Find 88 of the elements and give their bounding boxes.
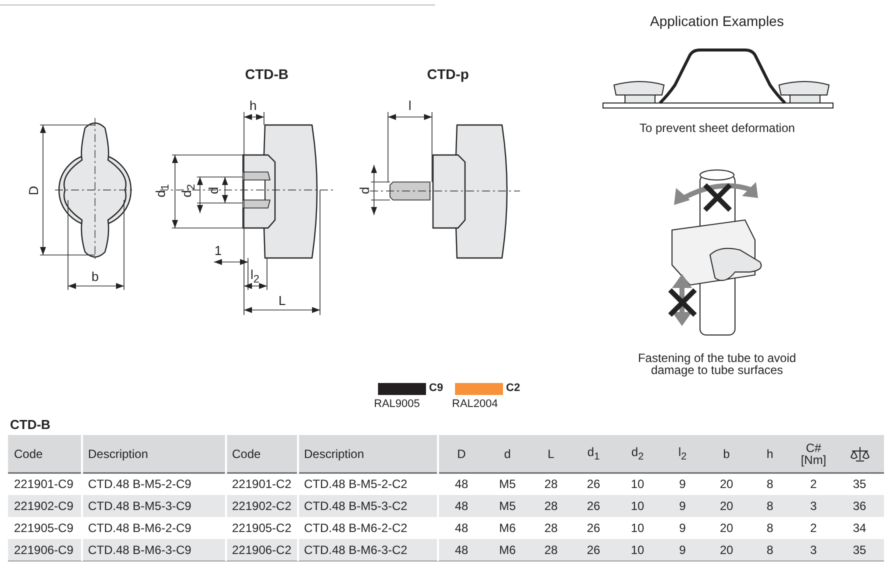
table-cell-text: 26 — [586, 500, 602, 512]
legend-label: C9 — [429, 383, 444, 394]
column-header: b — [722, 448, 731, 460]
table-cell-text: 48 — [454, 500, 470, 512]
table-cell-text: 20 — [718, 522, 734, 534]
table-cell-text: 8 — [766, 500, 774, 512]
color-code: RAL9005 — [374, 398, 420, 410]
column-header: Description — [304, 448, 364, 460]
table-cell-text: 28 — [543, 478, 559, 490]
table-cell-text: 9 — [678, 522, 687, 534]
table-cell-text: 10 — [630, 544, 646, 556]
caption: Fastening of the tube to avoid damage to tube surfaces — [636, 352, 798, 376]
table-cell: CTD.48 B-M6-2-C9 — [88, 522, 192, 534]
dimension-label: d — [206, 186, 220, 194]
table-cell-text: 26 — [586, 544, 602, 556]
table-cell-text: 9 — [678, 500, 687, 512]
column-header: d$_{1}$ — [586, 446, 601, 462]
table-cell-text: 9 — [678, 544, 687, 556]
table-cell-text: 3 — [809, 544, 818, 556]
table-cell-text: 10 — [630, 478, 646, 490]
table-cell-text: M6 — [498, 522, 517, 534]
table-cell-text: 10 — [630, 522, 646, 534]
column-header: l$_{2}$ — [677, 446, 688, 462]
dimension-label: l$_{2}$ — [250, 268, 260, 285]
column-header: Code — [14, 448, 43, 460]
column-header: L — [546, 448, 556, 460]
dimension-label: d — [358, 186, 371, 194]
table-cell: 221901-C2 — [232, 478, 292, 490]
table-cell-text: 10 — [630, 500, 646, 512]
table-cell-text: 48 — [454, 478, 470, 490]
view-title: CTD-p — [427, 67, 469, 81]
table-cell-text: 3 — [809, 500, 818, 512]
view-title: CTD-B — [245, 67, 289, 81]
table-cell-text: 8 — [766, 478, 774, 490]
table-cell: CTD.48 B-M5-2-C9 — [88, 478, 192, 490]
table-cell: CTD.48 B-M6-3-C9 — [88, 544, 192, 556]
column-header: Code — [232, 448, 261, 460]
column-header: C# [Nm] — [800, 442, 828, 466]
column-header: Description — [88, 448, 148, 460]
table-cell-text: 9 — [678, 478, 687, 490]
table-cell: 221906-C2 — [232, 544, 292, 556]
table-cell: 221902-C9 — [14, 500, 74, 512]
table-cell: CTD.48 B-M5-3-C9 — [88, 500, 192, 512]
table-cell-text: 26 — [586, 478, 602, 490]
column-header: d$_{2}$ — [630, 446, 645, 462]
dimension-label: 1 — [214, 244, 222, 256]
table-cell-text: 2 — [809, 522, 818, 534]
column-header: d — [503, 448, 512, 460]
table-cell-text: 48 — [454, 544, 470, 556]
column-header: D — [456, 448, 467, 460]
table-cell-text: 28 — [543, 522, 559, 534]
table-cell: CTD.48 B-M6-2-C2 — [304, 522, 408, 534]
table-cell-text: 34 — [852, 522, 868, 534]
table-cell-text: 36 — [852, 500, 868, 512]
table-cell-text: 26 — [586, 522, 602, 534]
table-cell: 221901-C9 — [14, 478, 74, 490]
table-cell: 221905-C9 — [14, 522, 74, 534]
dimension-label: b — [92, 270, 99, 282]
table-cell-text: 20 — [718, 500, 734, 512]
table-title: CTD-B — [10, 418, 50, 431]
dimension-label: D — [26, 185, 40, 195]
table-cell: CTD.48 B-M5-3-C2 — [304, 500, 408, 512]
table-cell-text: M5 — [498, 500, 517, 512]
table-cell-text: M5 — [498, 478, 517, 490]
table-cell-text: 2 — [809, 478, 818, 490]
table-cell: CTD.48 B-M6-3-C2 — [304, 544, 408, 556]
dimension-label: L — [278, 294, 286, 306]
table-cell-text: 20 — [718, 544, 734, 556]
table-cell-text: 8 — [766, 544, 774, 556]
color-code: RAL2004 — [452, 398, 498, 410]
table-cell-text: 48 — [454, 522, 470, 534]
table-cell-text: M6 — [498, 544, 517, 556]
legend-label: C2 — [506, 383, 520, 394]
table-cell-text: 20 — [718, 478, 734, 490]
table-cell-text: 28 — [543, 544, 559, 556]
dimension-label: h — [250, 98, 257, 112]
table-cell: 221906-C9 — [14, 544, 74, 556]
caption: To prevent sheet deformation — [640, 122, 795, 134]
table-cell-text: 8 — [766, 522, 774, 534]
table-cell: 221905-C2 — [232, 522, 292, 534]
section-heading: Application Examples — [650, 14, 784, 28]
table-cell-text: 28 — [543, 500, 559, 512]
dimension-label: l — [408, 98, 412, 112]
table-cell-text: 35 — [852, 478, 868, 490]
table-cell-text: 35 — [852, 544, 868, 556]
table-cell: CTD.48 B-M5-2-C2 — [304, 478, 408, 490]
column-header: h — [766, 448, 774, 460]
table-cell: 221902-C2 — [232, 500, 292, 512]
